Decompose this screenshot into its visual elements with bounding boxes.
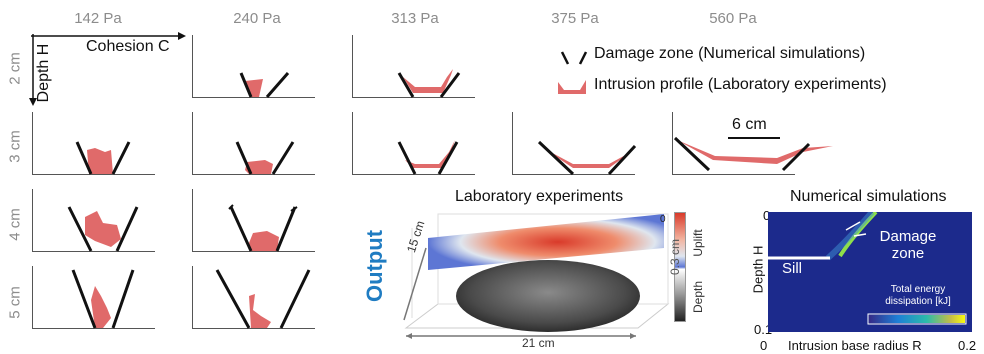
cbar-zero: 0 (660, 214, 666, 225)
scale-bar-label: 6 cm (732, 116, 767, 133)
panel-r3-c313-plot (397, 140, 459, 175)
num-cbar-label: Total energy dissipation [kJ] (885, 284, 951, 307)
cohesion-axis-label: Cohesion C (86, 38, 170, 55)
panel-r5-c142-plot (71, 269, 135, 329)
cohesion-label-375: 375 Pa (551, 10, 599, 27)
panel-r3-c375-plot (537, 140, 637, 176)
num-x-right: 0.2 (958, 338, 977, 353)
lab-3d-image (403, 213, 670, 339)
panel-r3-c560 (672, 112, 833, 175)
num-y-bottom: 0.1 (754, 322, 773, 337)
num-title: Numerical simulations (790, 188, 947, 205)
panel-r3-c375 (512, 112, 637, 176)
depth-label-2: 2 cm (6, 52, 24, 85)
output-label: Output (362, 229, 387, 303)
panel-r4-c240-plot (228, 204, 298, 252)
panel-r2-c240-plot (239, 72, 290, 98)
lab-colorbar (674, 212, 686, 322)
num-y-top: 0 (763, 208, 771, 223)
panel-r5-c240-plot (215, 269, 311, 329)
depth-label-4: 4 cm (6, 208, 24, 241)
lab-dim-width: 21 cm (522, 336, 555, 350)
panel-r2-c240 (192, 35, 315, 98)
cbar-uplift-label: Uplift (691, 229, 705, 257)
intrusion-profile-icon (558, 80, 586, 94)
panel-r4-c142-plot (67, 206, 139, 252)
panel-r2-c313 (352, 35, 475, 98)
legend-intrusion-label: Intrusion profile (Laboratory experiment… (594, 76, 887, 93)
cohesion-label-560: 560 Pa (709, 10, 757, 27)
cbar-depth-label: Depth (691, 280, 705, 314)
num-xlabel: Intrusion base radius R (788, 338, 922, 353)
num-field (768, 212, 972, 332)
num-x-left: 0 (760, 338, 768, 353)
panel-r4-c142 (32, 189, 155, 252)
scale-bar (728, 137, 780, 139)
panel-r3-c240 (192, 112, 315, 175)
num-damage-label: Damage zone (879, 228, 937, 262)
panel-r5-c142 (32, 266, 155, 329)
num-ylabel: Depth H (750, 245, 766, 294)
panel-r3-c313 (352, 112, 475, 175)
depth-label-5: 5 cm (6, 286, 24, 319)
cohesion-label-142: 142 Pa (74, 10, 122, 27)
cohesion-label-313: 313 Pa (391, 10, 439, 27)
panel-r3-c240-plot (235, 141, 295, 175)
panel-r2-c313-plot (397, 69, 461, 98)
depth-label-3: 3 cm (6, 130, 24, 163)
panel-r4-c240 (192, 189, 315, 252)
depth-axis-label: Depth H (35, 43, 52, 103)
panel-r3-c142 (32, 112, 155, 175)
lab-title: Laboratory experiments (455, 188, 624, 205)
axes-arrows (29, 32, 186, 106)
panel-r3-c142-plot (75, 141, 131, 175)
num-sill-label: Sill (782, 260, 803, 277)
panel-r5-c240 (192, 266, 315, 329)
damage-zone-icon (560, 51, 588, 65)
cbar-top-label: 0.3 cm (668, 239, 682, 276)
cohesion-label-240: 240 Pa (233, 10, 281, 27)
panel-r3-c560-plot (673, 136, 833, 172)
legend-damage-label: Damage zone (Numerical simulations) (594, 45, 866, 62)
